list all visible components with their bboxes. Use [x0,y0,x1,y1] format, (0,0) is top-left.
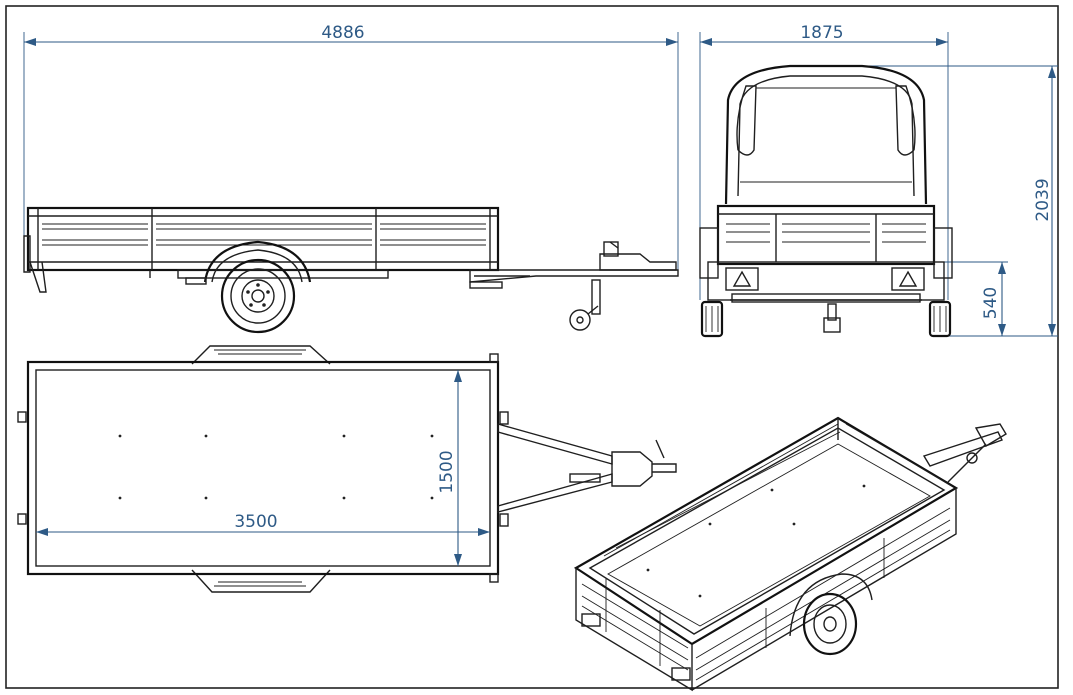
deck-height-label: 540 [981,287,1001,319]
overall-width-label: 1875 [800,23,843,43]
top-view: 1500 3500 [17,345,677,593]
overall-length-dimension: 4886 [23,23,679,272]
total-height-label: 2039 [1033,178,1053,221]
drawing-frame [5,5,1059,689]
bed-width-dimension: 1500 [437,370,462,566]
bed-width-label: 1500 [437,450,457,493]
bed-length-dimension: 3500 [36,512,490,536]
overall-length-label: 4886 [321,23,364,43]
overall-width-dimension: 1875 [699,23,949,300]
front-view: 1875 2039 540 [699,23,1058,338]
isometric-view [573,416,1007,692]
bed-length-label: 3500 [234,512,277,532]
side-view: 4886 [23,23,679,334]
deck-height-dimension: 540 [944,261,1008,336]
total-height-dimension: 2039 [858,65,1058,337]
